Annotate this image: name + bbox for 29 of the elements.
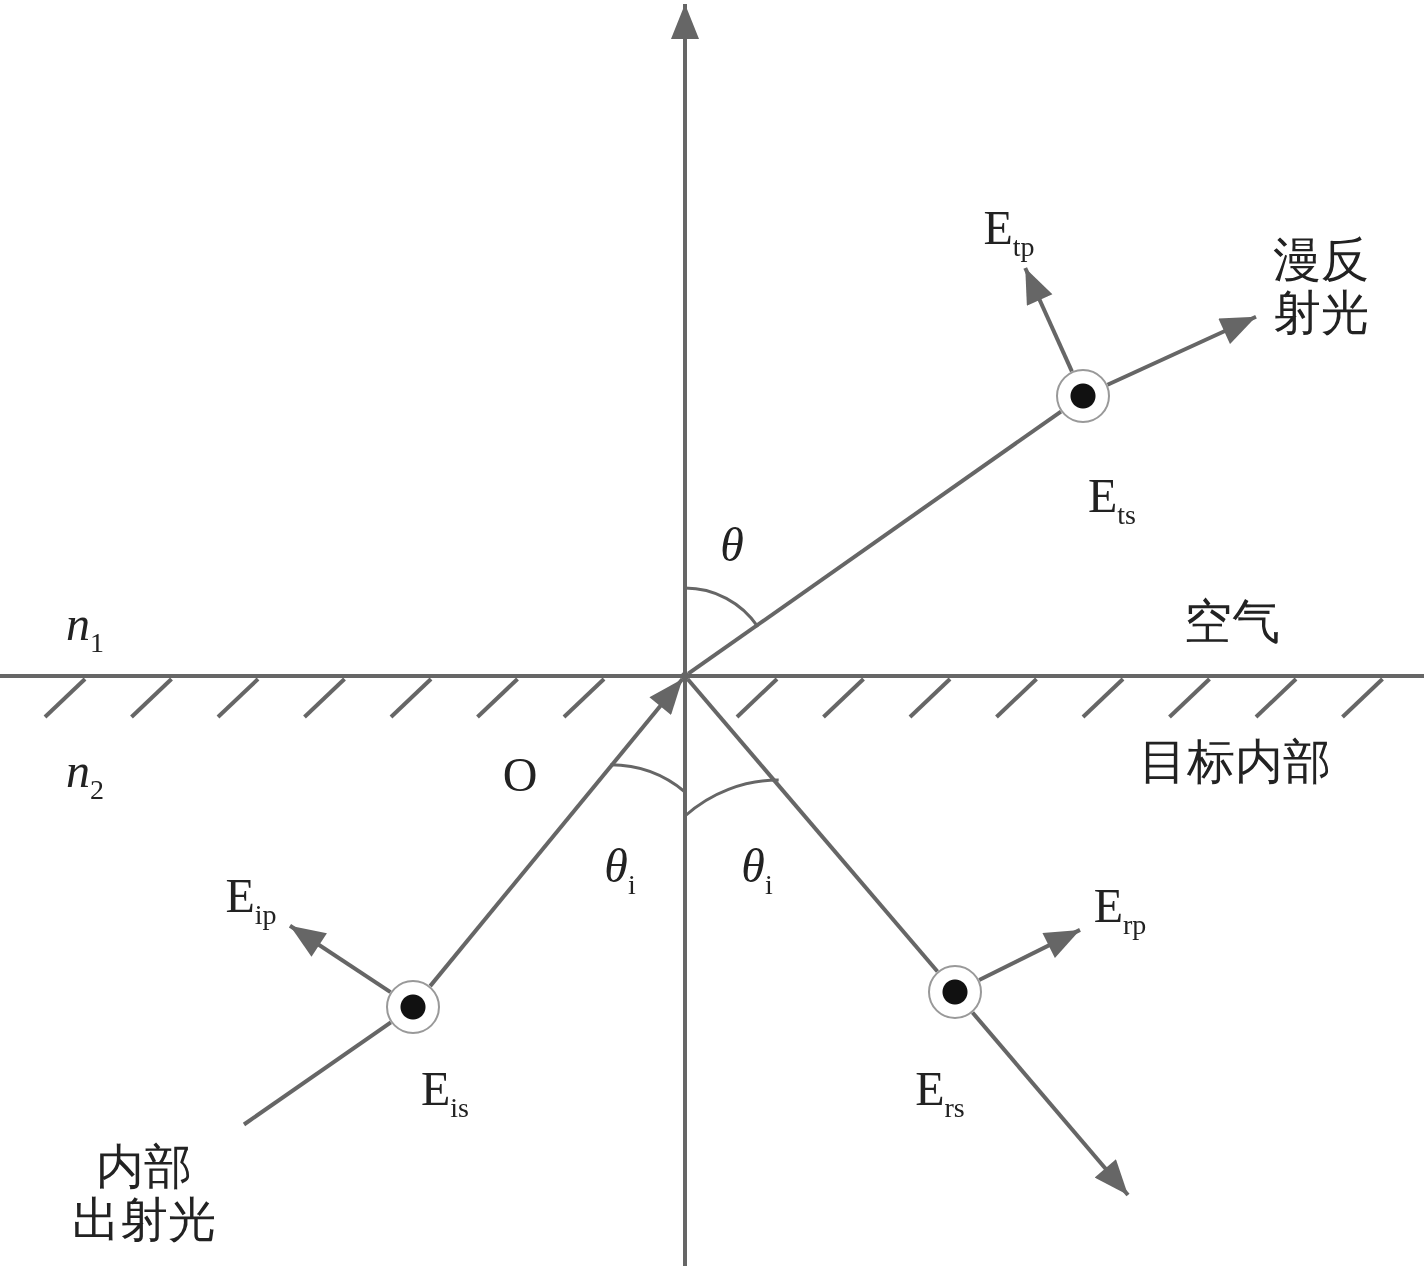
field-component-label: E$_{rs}$	[915, 1062, 965, 1124]
origin-label: O	[502, 748, 538, 802]
light-ray	[971, 1011, 1130, 1197]
medium-label: 目标内部	[1139, 735, 1331, 789]
angle-symbol: θ	[720, 518, 744, 572]
field-component-label: E$_{ip}$	[212, 864, 290, 936]
polarization-arrow	[288, 924, 392, 994]
field-component-label: E$_{is}$	[421, 1062, 469, 1124]
origin-point	[681, 672, 689, 680]
field-component-label: E$_{tp}$	[970, 196, 1048, 268]
light-ray	[687, 409, 1063, 676]
light-label: 内部出射光	[44, 1124, 244, 1264]
field-component-label: E$_{ts}$	[1088, 469, 1136, 531]
refractive-index-label: n$_{1}$	[66, 597, 104, 659]
polarization-arrow	[1106, 314, 1257, 387]
light-ray	[686, 677, 939, 973]
polarization-dot	[386, 980, 440, 1034]
field-component-label: E$_{rp}$	[1080, 874, 1160, 946]
polarization-arrow	[1023, 267, 1074, 373]
refractive-index-label: n$_{2}$	[66, 744, 104, 806]
medium-label: 空气	[1184, 595, 1280, 649]
angle-symbol: θ$_{i}$	[604, 839, 636, 901]
polarization-arrow	[978, 928, 1081, 982]
angle-symbol: θ$_{i}$	[741, 839, 773, 901]
light-ray	[242, 1020, 392, 1127]
light-label: 漫反射光	[1256, 218, 1386, 356]
polarization-dot	[928, 965, 982, 1019]
polarization-dot	[1056, 369, 1110, 423]
light-ray	[428, 677, 684, 988]
